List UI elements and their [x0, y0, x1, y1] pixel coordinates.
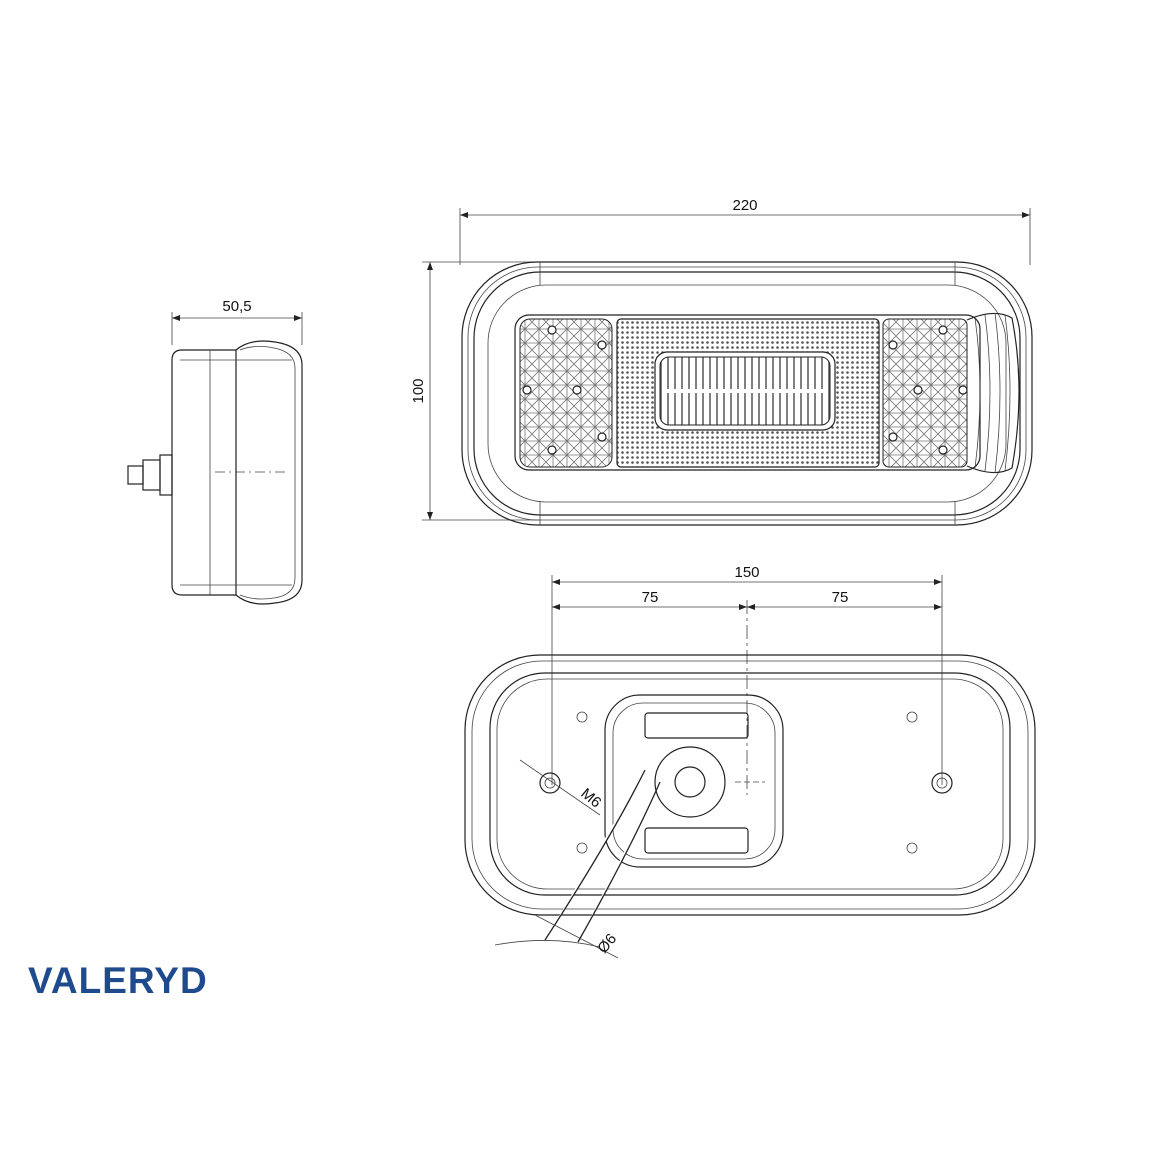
dimension-width-label: 220: [732, 197, 757, 214]
dimension-75-right-label: 75: [832, 589, 849, 606]
cable-diameter-label: Ø6: [594, 931, 620, 957]
thread-label: M6: [577, 785, 604, 811]
front-view: 220 100: [410, 197, 1033, 526]
dimension-height-label: 100: [410, 378, 427, 403]
dimension-150-label: 150: [734, 564, 759, 581]
valeryd-logo: VALERYD: [28, 960, 208, 1001]
back-view: 150 75 75 M6 Ø6: [464, 564, 1036, 959]
cable: [544, 769, 661, 943]
dimension-depth-label: 50,5: [222, 298, 251, 315]
side-view: 50,5: [127, 298, 303, 605]
dimension-75-left-label: 75: [642, 589, 659, 606]
